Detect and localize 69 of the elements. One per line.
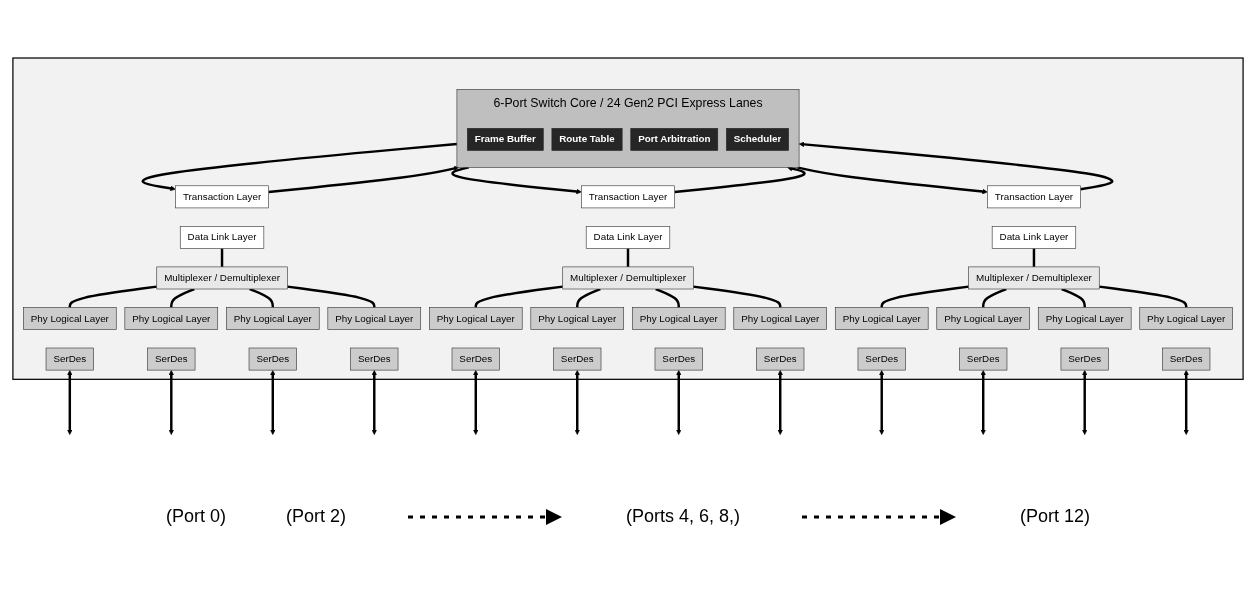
node-box: SerDes xyxy=(147,347,196,371)
connector xyxy=(880,285,969,308)
node-box: Scheduler xyxy=(726,128,789,151)
connector xyxy=(68,285,157,308)
node-box: Multiplexer / Demultiplexer xyxy=(156,266,288,290)
arrow xyxy=(574,370,580,435)
port-label: (Port 12) xyxy=(1020,506,1091,527)
arrow xyxy=(1183,370,1189,435)
node-box: Phy Logical Layer xyxy=(124,307,219,330)
port-label: (Ports 4, 6, 8,) xyxy=(625,506,740,527)
arrow xyxy=(268,165,460,194)
node-box: Port Arbitration xyxy=(630,128,719,151)
connector xyxy=(626,248,630,267)
arrow xyxy=(142,142,458,192)
node-box: Phy Logical Layer xyxy=(936,307,1030,330)
node-box: Phy Logical Layer xyxy=(632,307,726,330)
arrow xyxy=(777,370,783,435)
node-box: SerDes xyxy=(654,347,703,371)
node-box: SerDes xyxy=(857,347,906,371)
node-box: Route Table xyxy=(551,128,623,151)
node-box: Frame Buffer xyxy=(467,128,544,151)
arrow xyxy=(796,166,988,195)
port-label: (Port 2) xyxy=(285,506,346,527)
node-box: Phy Logical Layer xyxy=(429,307,523,330)
node-box: Phy Logical Layer xyxy=(1139,307,1233,330)
node-box: Phy Logical Layer xyxy=(530,307,624,330)
node-box: SerDes xyxy=(1162,347,1211,371)
node-box: Data Link Layer xyxy=(585,226,671,249)
arrow xyxy=(879,370,885,435)
node-box: Data Link Layer xyxy=(991,226,1077,249)
node-box: Multiplexer / Demultiplexer xyxy=(562,266,694,290)
connector xyxy=(287,285,376,308)
node-box: SerDes xyxy=(553,347,602,371)
node-box: SerDes xyxy=(756,347,805,371)
node-box: Phy Logical Layer xyxy=(327,307,422,330)
arrow xyxy=(676,370,682,435)
arrow xyxy=(67,370,73,435)
arrow xyxy=(473,370,479,435)
node-box: SerDes xyxy=(350,347,399,371)
node-box: Phy Logical Layer xyxy=(1037,307,1132,330)
node-box: SerDes xyxy=(451,347,500,371)
node-box: SerDes xyxy=(1060,347,1109,371)
node-box: SerDes xyxy=(45,347,94,371)
port-label: (Port 0) xyxy=(165,506,226,527)
node-box: Transaction Layer xyxy=(175,185,269,209)
node-box: Phy Logical Layer xyxy=(834,307,929,330)
arrow xyxy=(371,370,377,435)
arrow xyxy=(980,370,986,435)
node-box: SerDes xyxy=(248,347,297,371)
arrow xyxy=(1082,370,1088,435)
arrow xyxy=(451,166,582,195)
node-box: Transaction Layer xyxy=(987,185,1081,209)
node-box: Phy Logical Layer xyxy=(23,307,117,330)
connector xyxy=(474,285,563,308)
node-box: SerDes xyxy=(959,347,1008,371)
node-box: Data Link Layer xyxy=(179,226,265,249)
connector xyxy=(1099,285,1188,308)
arrow xyxy=(270,370,276,435)
node-box: Multiplexer / Demultiplexer xyxy=(968,266,1100,290)
arrow xyxy=(168,370,174,435)
node-box: Phy Logical Layer xyxy=(733,307,827,330)
connector xyxy=(220,248,224,267)
node-box: Transaction Layer xyxy=(581,185,675,209)
node-box: Phy Logical Layer xyxy=(226,307,320,330)
cluster xyxy=(12,57,1244,380)
arrow xyxy=(674,165,805,194)
connector xyxy=(693,285,782,308)
arrow xyxy=(798,141,1113,191)
connector xyxy=(1032,248,1036,267)
